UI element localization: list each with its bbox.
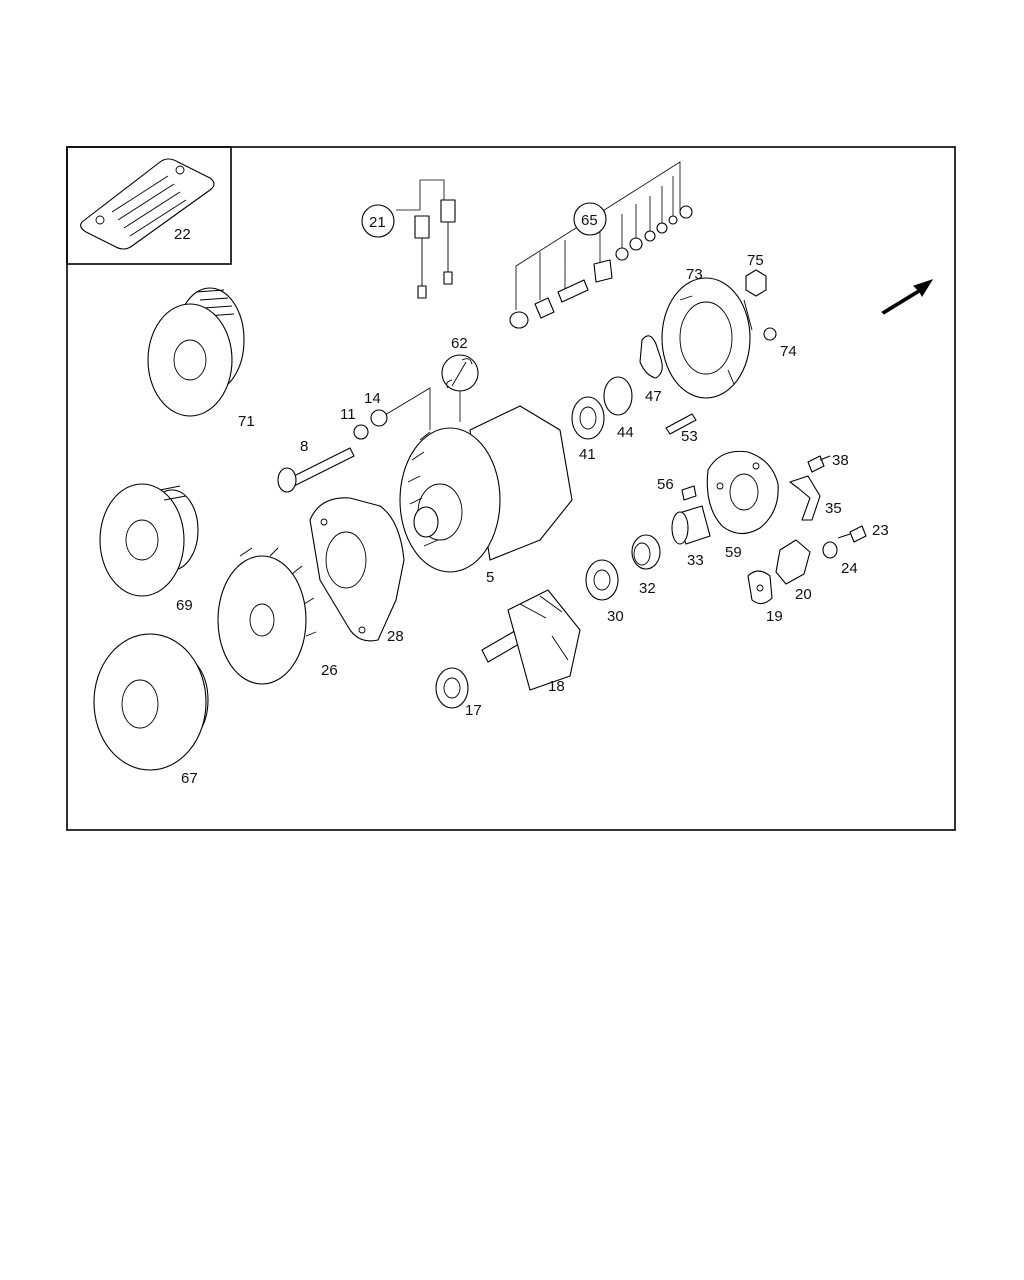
label-8: 8 bbox=[300, 438, 308, 455]
direction-arrow-icon bbox=[881, 279, 934, 315]
part-17-bearing bbox=[435, 667, 469, 709]
part-28-drive-end-bracket bbox=[309, 497, 405, 642]
part-22-plate bbox=[80, 158, 215, 250]
label-5: 5 bbox=[486, 569, 494, 586]
diagram-frame bbox=[66, 146, 956, 831]
label-23: 23 bbox=[872, 522, 889, 539]
part-18-rotor bbox=[481, 589, 581, 691]
label-22: 22 bbox=[174, 226, 191, 243]
label-20: 20 bbox=[795, 586, 812, 603]
inset-box bbox=[66, 146, 232, 265]
part-24-washer bbox=[822, 541, 838, 559]
part-30-bearing bbox=[585, 559, 619, 601]
callout-21-circle bbox=[361, 204, 395, 238]
part-14-washer bbox=[370, 409, 388, 427]
part-5-stator-housing bbox=[399, 405, 573, 573]
label-33: 33 bbox=[687, 552, 704, 569]
part-75-nut bbox=[745, 269, 767, 297]
label-67: 67 bbox=[181, 770, 198, 787]
label-26: 26 bbox=[321, 662, 338, 679]
part-26-fan bbox=[217, 547, 317, 685]
part-65-hardware-set bbox=[509, 161, 693, 329]
label-56: 56 bbox=[657, 476, 674, 493]
label-14: 14 bbox=[364, 390, 381, 407]
part-11-washer bbox=[353, 424, 369, 440]
part-41-bearing bbox=[571, 396, 605, 440]
label-32: 32 bbox=[639, 580, 656, 597]
part-8-through-bolt bbox=[277, 447, 355, 493]
label-62: 62 bbox=[451, 335, 468, 352]
label-71: 71 bbox=[238, 413, 255, 430]
label-41: 41 bbox=[579, 446, 596, 463]
part-59-brush-holder-plate bbox=[706, 450, 779, 535]
label-44: 44 bbox=[617, 424, 634, 441]
part-47-gasket bbox=[639, 335, 663, 379]
part-44-o-ring bbox=[603, 376, 633, 416]
part-33-sleeve bbox=[671, 505, 711, 545]
callout-65-circle bbox=[573, 202, 607, 236]
part-35-clip bbox=[789, 475, 821, 521]
label-65: 65 bbox=[581, 212, 598, 229]
label-47: 47 bbox=[645, 388, 662, 405]
part-19-cover bbox=[747, 570, 773, 605]
label-69: 69 bbox=[176, 597, 193, 614]
part-21-brush-leads bbox=[396, 179, 456, 299]
label-75: 75 bbox=[747, 252, 764, 269]
label-24: 24 bbox=[841, 560, 858, 577]
label-28: 28 bbox=[387, 628, 404, 645]
part-62-wrench-symbol bbox=[379, 354, 479, 430]
part-23-screw bbox=[837, 525, 867, 543]
label-59: 59 bbox=[725, 544, 742, 561]
part-20-connector bbox=[775, 539, 811, 585]
label-53: 53 bbox=[681, 428, 698, 445]
part-71-pulley bbox=[147, 287, 245, 417]
label-11: 11 bbox=[340, 406, 356, 423]
label-38: 38 bbox=[832, 452, 849, 469]
part-73-rear-housing bbox=[661, 277, 753, 399]
label-21: 21 bbox=[369, 214, 386, 231]
part-74-nut bbox=[763, 327, 777, 341]
part-53-stud bbox=[665, 413, 697, 435]
label-73: 73 bbox=[686, 266, 703, 283]
label-35: 35 bbox=[825, 500, 842, 517]
part-69-pulley bbox=[99, 483, 199, 597]
label-19: 19 bbox=[766, 608, 783, 625]
part-56-bolt bbox=[681, 485, 697, 501]
label-30: 30 bbox=[607, 608, 624, 625]
label-17: 17 bbox=[465, 702, 482, 719]
part-38-screw bbox=[807, 455, 831, 473]
part-32-cap bbox=[631, 534, 661, 570]
label-18: 18 bbox=[548, 678, 565, 695]
label-74: 74 bbox=[780, 343, 797, 360]
part-67-pulley bbox=[93, 633, 209, 771]
